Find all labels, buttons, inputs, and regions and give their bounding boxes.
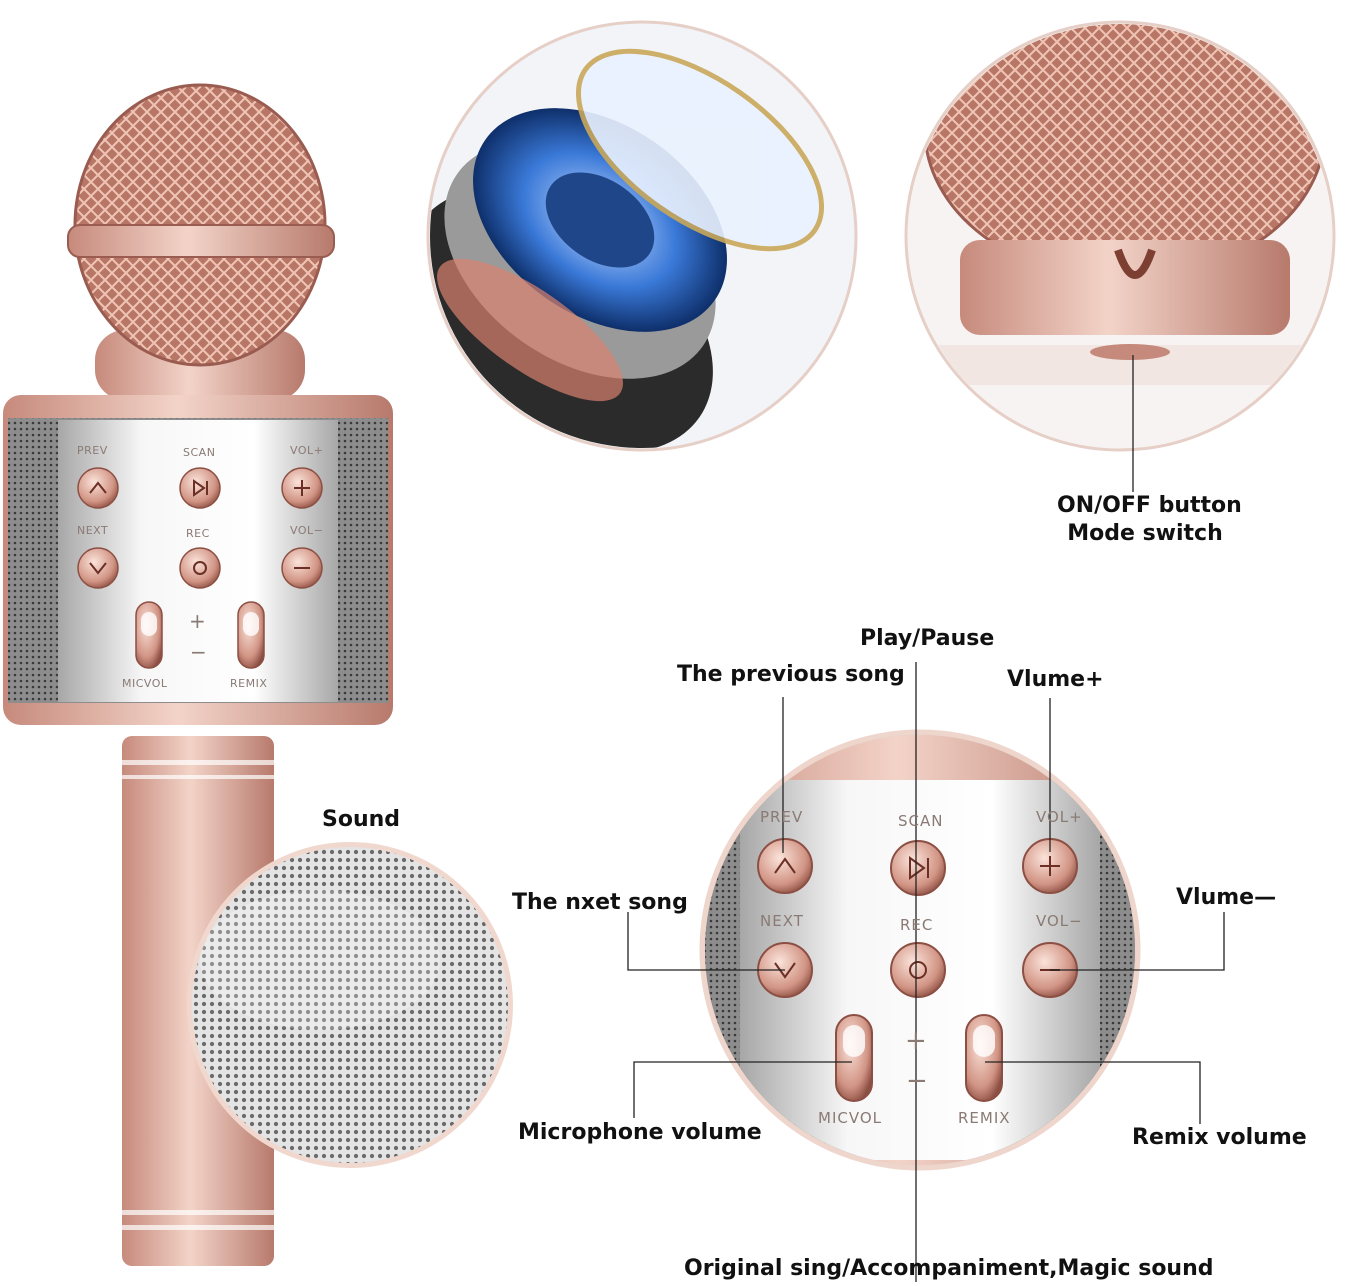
zoom-label-next: NEXT: [760, 912, 804, 930]
zoom-label-minus: −: [906, 1066, 929, 1096]
callout-microphone-volume: Microphone volume: [518, 1120, 762, 1145]
panel-label-micvol: MICVOL: [122, 677, 168, 690]
callout-sound: Sound: [322, 807, 401, 832]
panel-label-prev: PREV: [77, 444, 108, 457]
zoom-label-micvol: MICVOL: [818, 1109, 883, 1127]
on-off-closeup: [904, 20, 1336, 452]
button-glyphs: [89, 479, 1060, 979]
callout-on-off-line1: ON/OFF button: [1057, 493, 1242, 518]
panel-label-rec: REC: [186, 527, 210, 540]
callout-play-pause: Play/Pause: [860, 626, 995, 651]
zoom-label-prev: PREV: [760, 808, 804, 826]
zoom-label-vol-down: VOL−: [1036, 912, 1083, 930]
panel-label-next: NEXT: [77, 524, 109, 537]
panel-label-vol-down: VOL−: [290, 524, 324, 537]
callout-volume-up: Vlume+: [1007, 667, 1104, 692]
zoom-label-remix: REMIX: [958, 1109, 1011, 1127]
zoom-label-rec: REC: [900, 916, 934, 934]
zoom-label-scan: SCAN: [898, 812, 944, 830]
control-panel-closeup: [699, 729, 1141, 1171]
sound-grille-closeup: [187, 842, 513, 1168]
zoom-label-vol-up: VOL+: [1036, 808, 1083, 826]
panel-label-scan: SCAN: [183, 446, 216, 459]
callout-on-off-line2: Mode switch: [1067, 521, 1223, 546]
callout-next-song: The nxet song: [512, 890, 688, 915]
panel-label-minus: −: [190, 640, 208, 664]
leader-lines: [627, 355, 1225, 1282]
callout-previous-song: The previous song: [677, 662, 905, 687]
speaker-closeup: [426, 20, 858, 452]
zoom-label-plus: +: [905, 1026, 928, 1056]
panel-label-remix: REMIX: [230, 677, 268, 690]
panel-label-vol-up: VOL+: [290, 444, 324, 457]
panel-label-plus: +: [189, 609, 207, 633]
microphone-illustration: [3, 83, 393, 1266]
callout-remix-volume: Remix volume: [1132, 1125, 1307, 1150]
callout-on-off: ON/OFF button Mode switch: [1057, 492, 1242, 548]
callout-original-sing: Original sing/Accompaniment,Magic sound: [684, 1256, 1214, 1281]
callout-volume-down: Vlume—: [1176, 885, 1277, 910]
